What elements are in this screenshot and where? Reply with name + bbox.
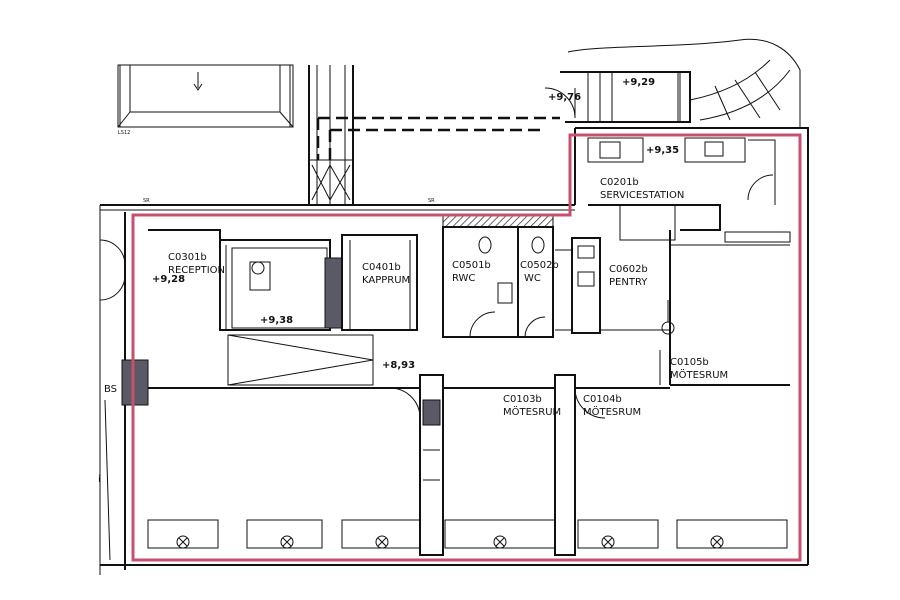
entrance-door xyxy=(99,239,126,561)
room-name: WC xyxy=(524,273,541,284)
radiator-row xyxy=(147,519,788,549)
stair-area xyxy=(544,38,801,128)
lower-piers xyxy=(419,374,576,556)
room-code: C0301b xyxy=(168,252,207,263)
upper-rooms xyxy=(148,214,791,386)
room-code: C0103b xyxy=(503,394,542,405)
building-walls xyxy=(99,127,809,575)
radiator-icon xyxy=(710,535,724,549)
room-kapprum: C0401b KAPPRUM xyxy=(362,262,410,286)
room-code: C0602b xyxy=(609,264,648,275)
radiator-icon xyxy=(375,535,389,549)
room-name: MÖTESRUM xyxy=(670,368,728,381)
level-entry: +9,76 xyxy=(548,92,581,103)
service-area xyxy=(587,137,776,241)
room-servicestation: C0201b SERVICESTATION xyxy=(600,177,684,201)
bs-tag: BS xyxy=(104,384,117,395)
room-code: C0104b xyxy=(583,394,622,405)
room-code: C0201b xyxy=(600,177,639,188)
level-kapprum: +9,38 xyxy=(260,315,293,326)
room-name: PENTRY xyxy=(609,277,648,288)
window-tag: SR xyxy=(428,198,435,204)
corridor xyxy=(148,334,670,419)
room-name: KAPPRUM xyxy=(362,275,410,286)
level-reception: +9,28 xyxy=(152,274,185,285)
room-name: RECEPTION xyxy=(168,265,225,276)
skylight-shaft xyxy=(117,64,294,128)
room-motesrum-105: C0105b MÖTESRUM xyxy=(670,357,728,381)
room-name: MÖTESRUM xyxy=(503,405,561,418)
room-code: C0105b xyxy=(670,357,709,368)
room-code: C0401b xyxy=(362,262,401,273)
room-wc: C0502b WC xyxy=(520,260,559,284)
i-mark: i xyxy=(98,474,101,485)
room-motesrum-103: C0103b MÖTESRUM xyxy=(503,394,561,418)
radiator-icon xyxy=(176,535,190,549)
room-motesrum-104: C0104b MÖTESRUM xyxy=(583,394,641,418)
level-service: +9,35 xyxy=(646,145,679,156)
room-name: RWC xyxy=(452,273,475,284)
top-left-tag: LS12 xyxy=(118,130,130,136)
radiator-icon xyxy=(493,535,507,549)
room-name: SERVICESTATION xyxy=(600,190,684,201)
level-stair: +9,29 xyxy=(622,77,655,88)
level-corridor: +8,93 xyxy=(382,360,415,371)
dashed-overhead xyxy=(316,116,560,160)
room-name: MÖTESRUM xyxy=(583,405,641,418)
radiator-icon xyxy=(601,535,615,549)
room-pentry: C0602b PENTRY xyxy=(609,264,648,288)
radiator-icon xyxy=(280,535,294,549)
room-code: C0502b xyxy=(520,260,559,271)
room-code: C0501b xyxy=(452,260,491,271)
room-rwc: C0501b RWC xyxy=(452,260,491,284)
rental-boundary-outline xyxy=(131,133,802,562)
room-reception: C0301b RECEPTION xyxy=(168,252,225,276)
window-tag: SR xyxy=(143,198,150,204)
